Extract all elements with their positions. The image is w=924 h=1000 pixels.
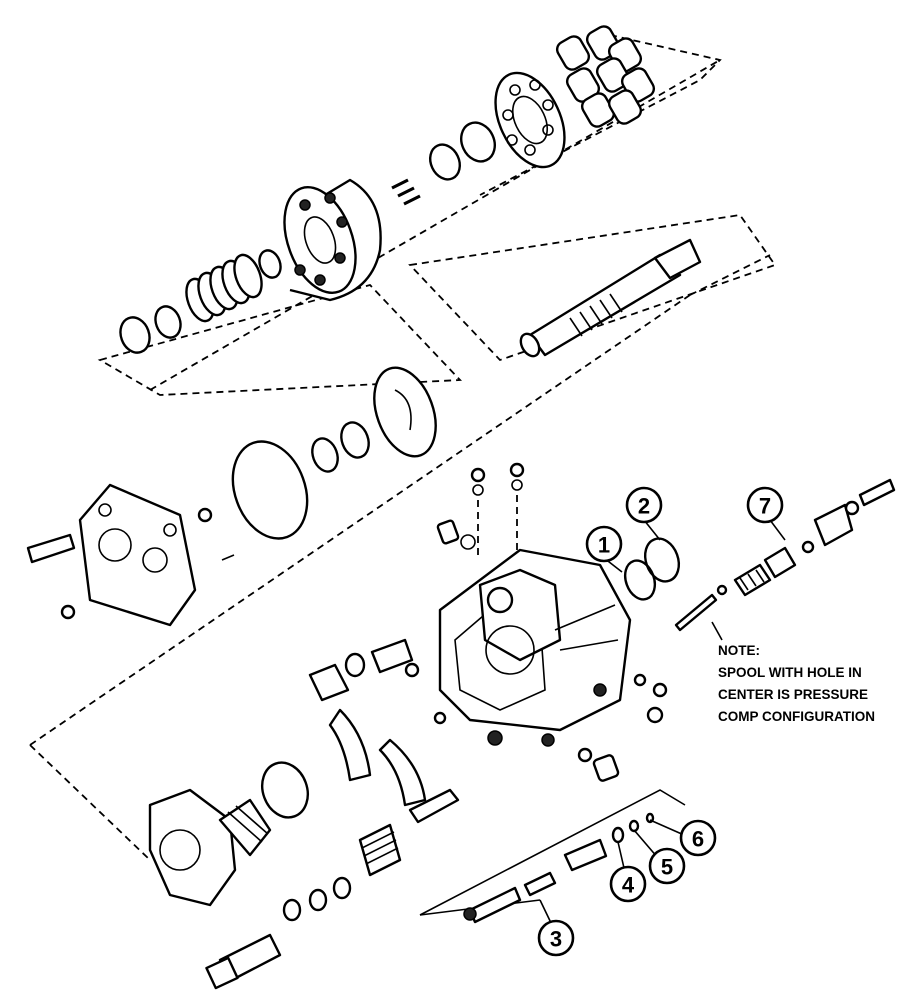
piston-group-dashed-box — [97, 283, 462, 396]
callout-1: 1 — [585, 525, 623, 563]
callout-6: 6 — [679, 819, 717, 857]
large-o-ring — [231, 440, 309, 540]
kit-parts-3-to-6 — [419, 789, 686, 924]
note-title: NOTE: — [718, 643, 760, 658]
housing-top-fittings — [436, 462, 525, 560]
housing-side-fittings — [577, 673, 668, 782]
drive-shaft — [519, 238, 702, 358]
callout-5: 5 — [648, 847, 686, 885]
pump-housing — [438, 548, 632, 747]
spool-note: NOTE: SPOOL WITH HOLE IN CENTER IS PRESS… — [718, 640, 875, 728]
callout-6-label: 6 — [692, 827, 704, 852]
callout-3-label: 3 — [550, 927, 562, 952]
callout-5-label: 5 — [661, 855, 673, 880]
assembly-centerlines — [29, 59, 771, 861]
shaft-dashed-box — [408, 214, 777, 362]
note-line-3: COMP CONFIGURATION — [718, 709, 875, 724]
servo-parts — [308, 638, 447, 807]
end-cap — [26, 483, 235, 627]
rotating-group-dashed-box — [479, 34, 722, 196]
note-line-2: CENTER IS PRESSURE — [718, 687, 869, 702]
compensator-parts — [623, 478, 896, 632]
callout-2-label: 2 — [638, 494, 650, 519]
callout-4: 4 — [609, 865, 647, 903]
callout-4-label: 4 — [622, 873, 635, 898]
front-flange-group — [148, 761, 460, 990]
callout-2: 2 — [625, 486, 663, 524]
note-line-1: SPOOL WITH HOLE IN — [718, 665, 862, 680]
ball-guide — [391, 121, 496, 206]
callout-7-label: 7 — [759, 494, 771, 519]
port-plate — [311, 366, 437, 473]
callout-3: 3 — [537, 919, 575, 957]
pistons — [555, 25, 656, 128]
callout-1-label: 1 — [598, 533, 610, 558]
retainer-plate — [494, 71, 566, 169]
block-spring — [119, 249, 282, 354]
callout-7: 7 — [746, 486, 784, 524]
cylinder-block — [283, 178, 382, 302]
